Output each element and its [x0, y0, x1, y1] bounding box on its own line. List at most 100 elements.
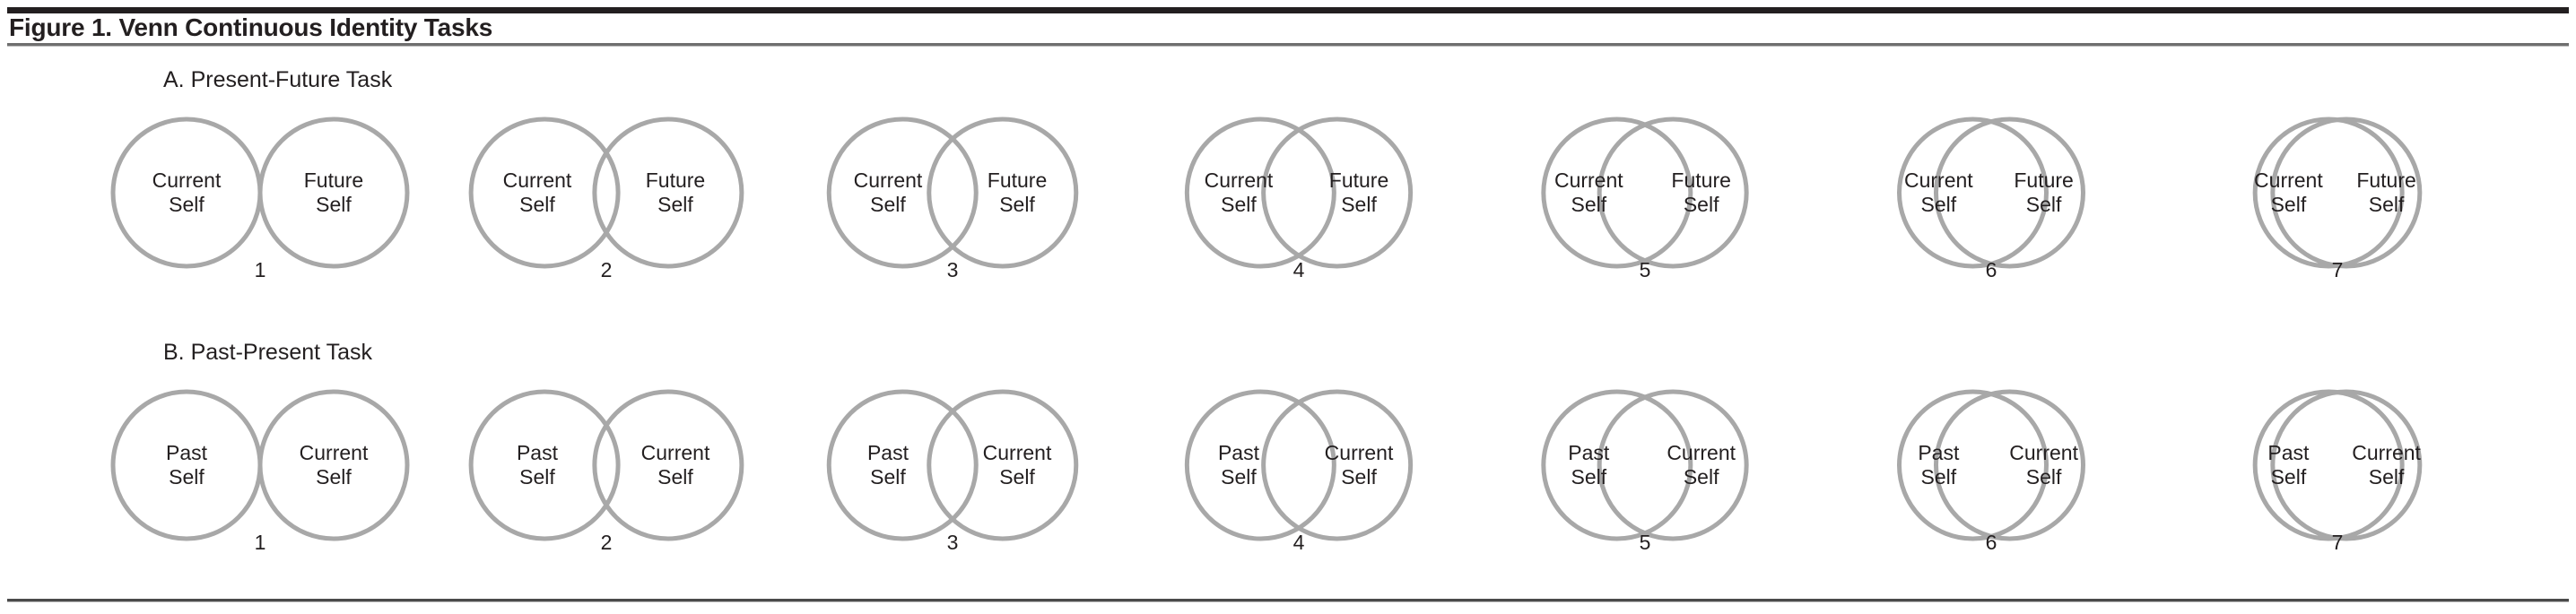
venn-step-number: 4 — [1292, 531, 1305, 554]
venn-label-right: Current Self — [2352, 441, 2421, 489]
figure-title: Figure 1. Venn Continuous Identity Tasks — [9, 13, 493, 41]
venn-step-number: 3 — [946, 531, 959, 554]
venn-label-right: Current Self — [1667, 441, 1736, 489]
venn-group[interactable]: Past Self Current Self 1 — [99, 378, 422, 584]
venn-circle-left — [1897, 389, 2049, 541]
venn-group[interactable]: Current Self Future Self 7 — [2176, 106, 2499, 312]
venn-label-left: Past Self — [2267, 441, 2310, 489]
bottom-rule-light — [7, 601, 2569, 602]
venn-group[interactable]: Past Self Current Self 2 — [445, 378, 768, 584]
venn-circle-left — [1541, 389, 1693, 541]
venn-label-left: Past Self — [1568, 441, 1610, 489]
venn-group[interactable]: Past Self Current Self 3 — [791, 378, 1114, 584]
venn-group[interactable]: Past Self Current Self 4 — [1137, 378, 1460, 584]
venn-step-number: 2 — [600, 258, 613, 281]
venn-circle-left — [1184, 389, 1336, 541]
venn-circles — [1897, 389, 2085, 541]
venn-group[interactable]: Current Self Future Self 4 — [1137, 106, 1460, 312]
venn-circle-right — [1597, 117, 1749, 269]
venn-label-right: Future Self — [987, 169, 1048, 216]
venn-circle-right — [1934, 117, 2085, 269]
venn-step-number: 7 — [2331, 531, 2344, 554]
venn-circle-left — [1184, 117, 1336, 269]
venn-circles — [1897, 117, 2085, 269]
venn-label-right: Future Self — [303, 169, 364, 216]
venn-label-right: Current Self — [2009, 441, 2078, 489]
venn-circle-right — [2270, 389, 2423, 541]
venn-label-left: Current Self — [1204, 169, 1274, 216]
venn-circles — [2252, 117, 2423, 269]
venn-circle-right — [1597, 389, 1749, 541]
venn-circle-right — [1261, 389, 1414, 541]
venn-step-number: 3 — [946, 258, 959, 281]
venn-label-left: Current Self — [2254, 169, 2323, 216]
venn-label-right: Future Self — [645, 169, 706, 216]
venn-circles — [826, 389, 1079, 541]
venn-label-left: Past Self — [516, 441, 558, 489]
venn-step-number: 6 — [1985, 531, 1997, 554]
venn-label-right: Future Self — [1671, 169, 1731, 216]
venn-circles — [2252, 389, 2423, 541]
venn-step-number: 5 — [1639, 258, 1651, 281]
venn-label-right: Current Self — [1324, 441, 1394, 489]
venn-circle-right — [257, 389, 410, 541]
venn-circle-right — [1934, 389, 2085, 541]
venn-label-left: Current Self — [1553, 169, 1623, 216]
top-rule — [7, 7, 2569, 13]
venn-circle-right — [927, 117, 1079, 269]
venn-label-left: Past Self — [1217, 441, 1259, 489]
venn-circle-right — [592, 117, 744, 269]
panel-b-heading: B. Past-Present Task — [163, 340, 372, 365]
venn-label-right: Future Self — [1328, 169, 1389, 216]
venn-step-number: 5 — [1639, 531, 1651, 554]
venn-label-left: Current Self — [1904, 169, 1973, 216]
venn-label-left: Past Self — [1918, 441, 1960, 489]
venn-circle-left — [468, 389, 621, 541]
venn-step-number: 6 — [1985, 258, 1997, 281]
title-underline-rule — [7, 43, 2569, 46]
venn-group[interactable]: Past Self Current Self 5 — [1484, 378, 1806, 584]
venn-group[interactable]: Past Self Current Self 6 — [1830, 378, 2153, 584]
title-underline-rule-light — [7, 46, 2569, 47]
venn-group[interactable]: Current Self Future Self 3 — [791, 106, 1114, 312]
venn-group[interactable]: Past Self Current Self 7 — [2176, 378, 2499, 584]
venn-step-number: 1 — [254, 531, 266, 554]
venn-circle-right — [927, 389, 1079, 541]
venn-group[interactable]: Current Self Future Self 2 — [445, 106, 768, 312]
venn-circles — [1184, 389, 1414, 541]
venn-circles — [468, 117, 744, 269]
venn-step-number: 7 — [2331, 258, 2344, 281]
venn-circles — [1541, 389, 1749, 541]
venn-step-number: 4 — [1292, 258, 1305, 281]
panel-a-heading: A. Present-Future Task — [163, 67, 393, 92]
venn-circle-right — [592, 389, 744, 541]
venn-circles — [1541, 117, 1749, 269]
venn-label-right: Current Self — [640, 441, 710, 489]
venn-label-right: Future Self — [2356, 169, 2416, 216]
venn-label-left: Current Self — [853, 169, 923, 216]
venn-group[interactable]: Current Self Future Self 6 — [1830, 106, 2153, 312]
venn-circle-left — [826, 117, 979, 269]
venn-label-left: Past Self — [866, 441, 909, 489]
venn-circle-left — [1897, 117, 2049, 269]
panel-b-venn-row: Past Self Current Self 1 Past Self Current S… — [0, 378, 2576, 584]
venn-label-right: Future Self — [2014, 169, 2074, 216]
venn-label-right: Current Self — [299, 441, 369, 489]
venn-circle-right — [1261, 117, 1414, 269]
venn-label-left: Current Self — [502, 169, 572, 216]
venn-label-left: Past Self — [165, 441, 208, 489]
venn-step-number: 2 — [600, 531, 613, 554]
venn-group[interactable]: Current Self Future Self 5 — [1484, 106, 1806, 312]
venn-circle-left — [1541, 117, 1693, 269]
venn-circle-right — [257, 117, 410, 269]
venn-label-right: Current Self — [982, 441, 1052, 489]
venn-circle-left — [826, 389, 979, 541]
bottom-rule — [7, 599, 2569, 601]
venn-circles — [826, 117, 1079, 269]
venn-circle-left — [468, 117, 621, 269]
venn-label-left: Current Self — [152, 169, 222, 216]
venn-circles — [110, 389, 410, 541]
